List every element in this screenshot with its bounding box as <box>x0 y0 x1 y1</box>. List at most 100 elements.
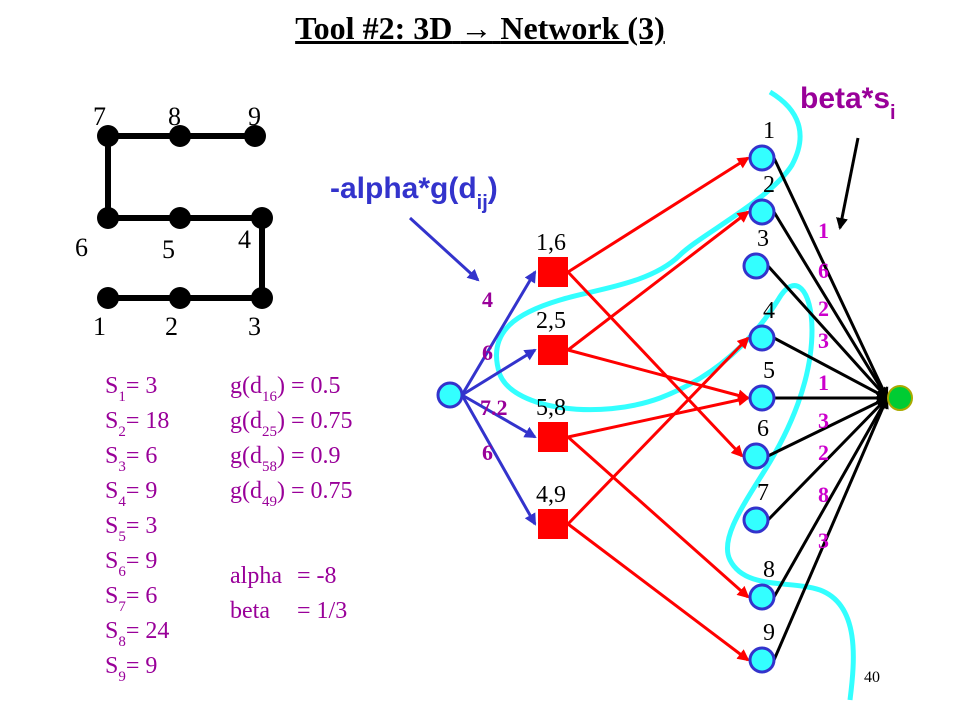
s-value: S5= 3 <box>105 513 157 545</box>
grid-node-label: 9 <box>248 102 261 131</box>
pair-node-label: 1,6 <box>536 230 566 256</box>
pair-point-edge <box>567 394 750 439</box>
pair-point-edge <box>567 522 750 662</box>
edge-weight-label: 7.2 <box>480 395 508 420</box>
grid-node-label: 2 <box>165 312 178 341</box>
param-value: = -8 <box>297 563 337 589</box>
sink-edge <box>772 211 889 400</box>
grid-node-label: 7 <box>93 102 106 131</box>
pair-node <box>538 509 568 539</box>
beta-annotation: beta*si <box>800 82 896 124</box>
point-node-label: 1 <box>763 118 775 144</box>
edge-weight-label: 4 <box>482 287 493 312</box>
point-node <box>742 442 770 470</box>
point-node-label: 6 <box>757 416 769 442</box>
pair-node <box>538 335 568 365</box>
sink-weight-label: 3 <box>818 328 829 353</box>
sink-weight-label: 6 <box>818 258 829 283</box>
g-value: g(d49) = 0.75 <box>230 478 353 510</box>
point-node-label: 7 <box>757 480 769 506</box>
point-node-label: 3 <box>757 226 769 252</box>
sink-weight-label: 8 <box>818 482 829 507</box>
point-node <box>748 583 776 611</box>
title-arrow: → <box>460 10 493 46</box>
point-node-label: 5 <box>763 358 775 384</box>
title-right: Network (3) <box>500 10 665 46</box>
page-number: 40 <box>864 669 880 686</box>
point-node-label: 8 <box>763 557 775 583</box>
pair-point-edge <box>567 156 750 274</box>
sink-edge <box>773 336 889 400</box>
pair-point-edge <box>567 435 750 599</box>
source-node <box>436 381 464 409</box>
param-name: alpha <box>230 563 282 589</box>
grid-node <box>97 287 119 309</box>
g-value: g(d16) = 0.5 <box>230 373 341 405</box>
grid-node <box>251 207 273 229</box>
grid-node <box>97 207 119 229</box>
source-edge <box>460 270 537 396</box>
point-node <box>748 384 776 412</box>
grid-node-label: 3 <box>248 312 261 341</box>
sink-weight-label: 3 <box>818 408 829 433</box>
g-value: g(d25) = 0.75 <box>230 408 353 440</box>
sink-weight-label: 1 <box>818 218 829 243</box>
pair-point-edge <box>567 210 750 352</box>
grid-node <box>97 125 119 147</box>
pair-node <box>538 257 568 287</box>
s-value: S3= 6 <box>105 443 157 475</box>
s-value: S2= 18 <box>105 408 169 440</box>
s-value: S9= 9 <box>105 653 157 685</box>
sink-edge <box>772 157 889 400</box>
grid-node-label: 1 <box>93 312 106 341</box>
sink-weight-label: 2 <box>818 296 829 321</box>
grid-node-label: 4 <box>238 225 251 254</box>
cut-curve <box>493 89 856 701</box>
grid-node <box>244 125 266 147</box>
param-value: = 1/3 <box>297 598 347 624</box>
pair-point-edge <box>567 348 750 402</box>
pair-node <box>538 422 568 452</box>
g-value: g(d58) = 0.9 <box>230 443 341 475</box>
title-left: Tool #2: 3D <box>295 10 453 46</box>
sink-weight-label: 3 <box>818 528 829 553</box>
point-node <box>748 324 776 352</box>
pair-point-edge <box>566 336 750 526</box>
pair-point-edge <box>566 270 744 458</box>
grid-node-label: 5 <box>162 235 175 264</box>
grid-node <box>251 287 273 309</box>
source-edge <box>461 393 537 439</box>
alpha-annotation-arrow <box>408 216 480 282</box>
beta-annotation-arrow <box>836 137 860 230</box>
alpha-annotation: -alpha*g(dij) <box>330 172 498 214</box>
s-value: S8= 24 <box>105 618 169 650</box>
grid-graph: 7 8 9 6 5 4 1 2 3 <box>75 102 273 341</box>
sink-weight-label: 1 <box>818 370 829 395</box>
sink-weight-label: 2 <box>818 440 829 465</box>
pair-node-label: 2,5 <box>536 308 566 334</box>
sink-edge <box>766 396 889 522</box>
edge-weight-label: 6 <box>482 440 493 465</box>
point-node <box>748 198 776 226</box>
s-value: S7= 6 <box>105 583 157 615</box>
grid-node-label: 6 <box>75 233 88 262</box>
source-edge <box>461 348 537 397</box>
grid-node <box>169 287 191 309</box>
sink-edge <box>766 264 889 400</box>
slide-title: Tool #2: 3D → Network (3) <box>0 10 960 47</box>
sink-edge <box>772 396 889 661</box>
point-node <box>748 646 776 674</box>
s-value: S1= 3 <box>105 373 157 405</box>
edge-weight-label: 6 <box>482 340 493 365</box>
grid-node <box>169 207 191 229</box>
source-edge <box>460 394 537 526</box>
pair-node-label: 5,8 <box>536 395 566 421</box>
s-value: S6= 9 <box>105 548 157 580</box>
sink-edge <box>767 396 889 458</box>
point-node-label: 2 <box>763 172 775 198</box>
grid-node <box>169 125 191 147</box>
grid-node-label: 8 <box>168 102 181 131</box>
sink-node <box>887 385 913 411</box>
point-node-label: 4 <box>763 298 775 324</box>
